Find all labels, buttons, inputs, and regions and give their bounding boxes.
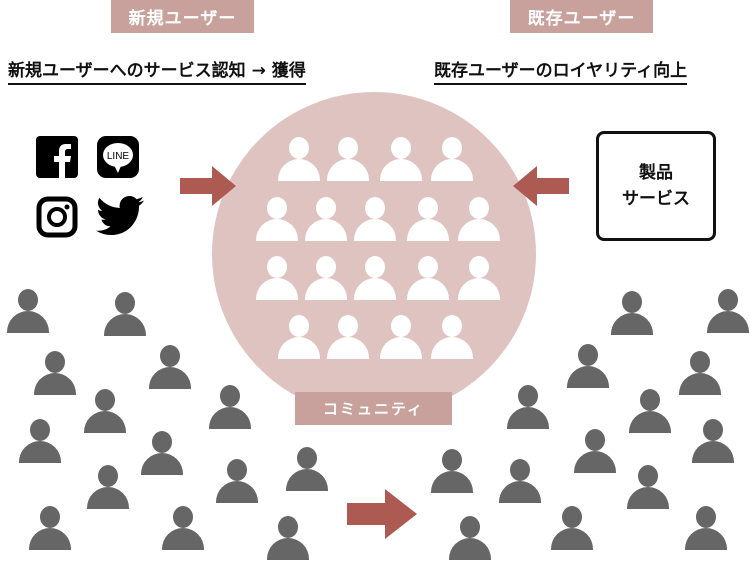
person-icon [707, 289, 749, 333]
person-icon [551, 506, 593, 550]
person-icon [305, 256, 347, 300]
person-icon [87, 465, 129, 509]
person-icon [354, 197, 396, 241]
product-label: 製品 [639, 163, 673, 183]
person-icon [458, 197, 500, 241]
line-icon-text: LINE [107, 151, 130, 162]
person-icon [327, 315, 369, 359]
existing-users-heading: 既存ユーザーのロイヤリティ向上 [434, 56, 688, 85]
person-icon [407, 256, 449, 300]
person-icon [449, 516, 491, 560]
person-icon [431, 137, 473, 181]
person-icon [256, 256, 298, 300]
existing-users-tag: 既存ユーザー [510, 0, 653, 33]
person-icon [567, 344, 609, 388]
person-icon [209, 385, 251, 429]
person-icon [84, 389, 126, 433]
arrow-right-icon [180, 166, 236, 206]
person-icon [629, 389, 671, 433]
person-icon [267, 516, 309, 560]
person-icon [507, 385, 549, 429]
new-users-heading: 新規ユーザーへのサービス認知 → 獲得 [8, 56, 306, 85]
person-icon [278, 315, 320, 359]
product-service-box: 製品 サービス [596, 131, 716, 241]
person-icon [19, 419, 61, 463]
person-icon [611, 291, 653, 335]
service-label: サービス [622, 189, 690, 209]
person-icon [149, 345, 191, 389]
person-icon [256, 197, 298, 241]
instagram-icon [36, 196, 78, 238]
arrow-left-icon [513, 166, 569, 206]
person-icon [685, 506, 727, 550]
community-label: コミュニティ [295, 392, 452, 425]
line-icon: LINE [97, 136, 139, 178]
person-icon [574, 429, 616, 473]
person-icon [380, 315, 422, 359]
person-icon [34, 351, 76, 395]
person-icon [458, 256, 500, 300]
person-icon [431, 449, 473, 493]
person-icon [278, 137, 320, 181]
person-icon [216, 459, 258, 503]
person-icon [7, 289, 49, 333]
person-icon [407, 197, 449, 241]
person-icon [692, 419, 734, 463]
person-icon [499, 459, 541, 503]
facebook-icon [36, 136, 78, 178]
new-users-tag: 新規ユーザー [111, 0, 254, 33]
person-icon [286, 447, 328, 491]
person-icon [627, 465, 669, 509]
person-icon [431, 315, 473, 359]
person-icon [327, 137, 369, 181]
arrow-right-bottom-icon [347, 489, 417, 539]
person-icon [29, 506, 71, 550]
person-icon [679, 351, 721, 395]
person-icon [141, 431, 183, 475]
person-icon [380, 137, 422, 181]
community-circle [212, 92, 536, 416]
person-icon [354, 256, 396, 300]
person-icon [162, 506, 204, 550]
person-icon [305, 197, 347, 241]
person-icon [104, 292, 146, 336]
twitter-icon [96, 195, 144, 235]
